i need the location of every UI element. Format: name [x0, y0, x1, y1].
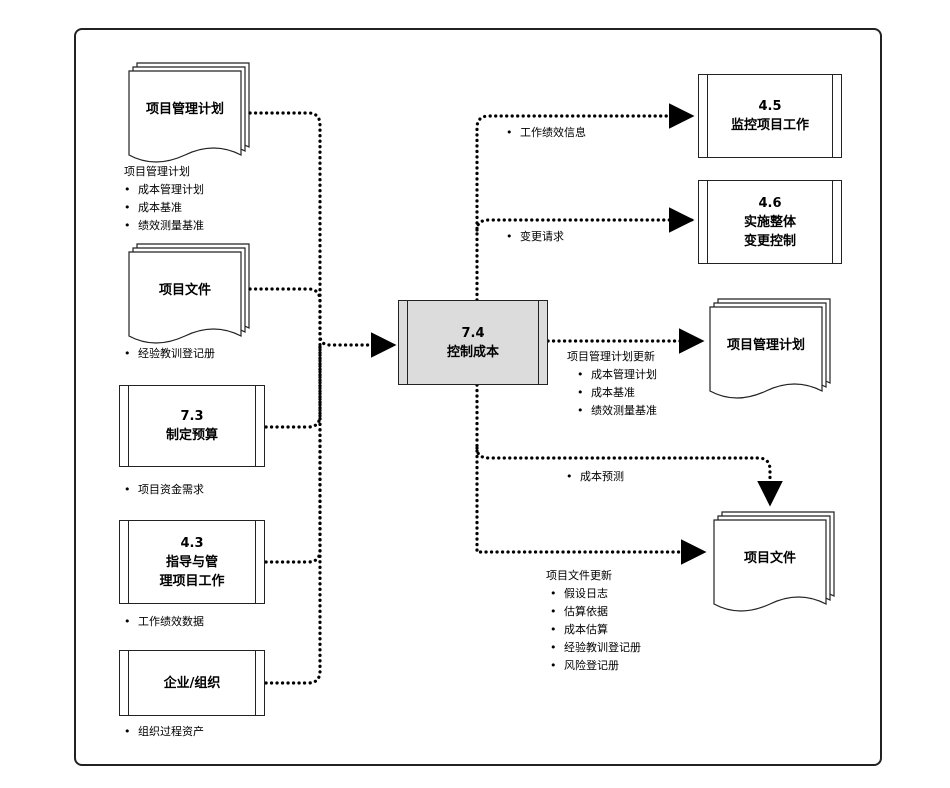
output-pm-plan-item: 绩效测量基准	[577, 402, 657, 420]
input-pm-plan-notes: 项目管理计划 成本管理计划 成本基准 绩效测量基准	[124, 163, 204, 235]
output-monitor-work-number: 4.5	[758, 99, 782, 114]
flow-label-cost-forecasts: 成本预测	[566, 468, 624, 486]
input-enterprise: 企业/组织	[119, 650, 265, 716]
output-integrated-change-number: 4.6	[758, 195, 782, 211]
diagram-frame	[74, 28, 882, 766]
input-direct-work-number: 4.3	[180, 535, 204, 551]
output-monitor-work-process: 4.5 监控项目工作	[698, 74, 842, 158]
flow-label-change-requests: 变更请求	[506, 228, 564, 246]
output-pm-plan-heading: 项目管理计划更新	[567, 350, 655, 363]
process-number: 7.4	[461, 325, 485, 341]
input-project-docs-title: 项目文件	[158, 282, 211, 298]
input-enterprise-notes: 组织过程资产	[124, 723, 204, 741]
output-pm-plan-title: 项目管理计划	[726, 337, 805, 353]
output-pm-plan-item: 成本管理计划	[577, 366, 657, 384]
input-direct-work-name-2: 理项目工作	[159, 573, 225, 589]
input-budget-item: 项目资金需求	[124, 481, 204, 499]
output-integrated-change-process: 4.6 实施整体 变更控制	[698, 180, 842, 264]
input-pm-plan-doc: 项目管理计划	[129, 71, 241, 143]
input-budget-name: 制定预算	[165, 428, 218, 443]
input-budget-number: 7.3	[180, 409, 204, 424]
output-project-docs-title: 项目文件	[743, 550, 796, 566]
output-project-docs-doc: 项目文件	[714, 520, 826, 592]
process-control-costs: 7.4 控制成本	[398, 300, 548, 385]
input-direct-work-name-1: 指导与管	[165, 554, 218, 570]
input-direct-work-process: 4.3 指导与管 理项目工作	[119, 520, 265, 604]
input-enterprise-name: 企业/组织	[163, 675, 221, 691]
doc-stack-pm-plan-in	[128, 62, 250, 163]
output-integrated-change-name-2: 变更控制	[743, 233, 796, 249]
input-pm-plan-item: 绩效测量基准	[124, 217, 204, 235]
doc-stack-pm-plan-out	[709, 298, 831, 399]
output-project-docs-item: 成本估算	[550, 621, 641, 639]
output-pm-plan-notes: 项目管理计划更新 成本管理计划 成本基准 绩效测量基准	[567, 348, 657, 420]
input-direct-work-item: 工作绩效数据	[124, 613, 204, 631]
input-project-docs-notes: 经验教训登记册	[124, 345, 215, 363]
output-project-docs-item: 假设日志	[550, 585, 641, 603]
process-name: 控制成本	[446, 344, 499, 360]
output-project-docs-notes: 项目文件更新 假设日志 估算依据 成本估算 经验教训登记册 风险登记册	[546, 567, 641, 675]
input-budget-process: 7.3 制定预算	[119, 385, 265, 467]
flow-label-work-performance-info: 工作绩效信息	[506, 124, 586, 142]
output-integrated-change-name-1: 实施整体	[743, 214, 796, 230]
output-project-docs-heading: 项目文件更新	[546, 569, 612, 582]
output-monitor-work-name: 监控项目工作	[730, 118, 809, 133]
input-pm-plan-item: 成本基准	[124, 199, 204, 217]
dotted-flow-lines	[248, 103, 783, 685]
output-pm-plan-item: 成本基准	[577, 384, 657, 402]
input-pm-plan-heading: 项目管理计划	[124, 165, 190, 178]
output-pm-plan-doc: 项目管理计划	[710, 307, 822, 379]
output-project-docs-item: 估算依据	[550, 603, 641, 621]
output-project-docs-item: 风险登记册	[550, 657, 641, 675]
doc-stack-project-docs-in	[128, 243, 250, 344]
output-project-docs-item: 经验教训登记册	[550, 639, 641, 657]
doc-stack-project-docs-out	[713, 511, 835, 612]
flow-label-text: 工作绩效信息	[506, 124, 586, 142]
input-pm-plan-title: 项目管理计划	[145, 101, 224, 117]
input-budget-notes: 项目资金需求	[124, 481, 204, 499]
input-pm-plan-item: 成本管理计划	[124, 181, 204, 199]
input-direct-work-notes: 工作绩效数据	[124, 613, 204, 631]
input-enterprise-item: 组织过程资产	[124, 723, 204, 741]
input-project-docs-item: 经验教训登记册	[124, 345, 215, 363]
input-project-docs-doc: 项目文件	[129, 252, 241, 324]
flow-label-text: 变更请求	[506, 228, 564, 246]
flow-label-text: 成本预测	[566, 468, 624, 486]
